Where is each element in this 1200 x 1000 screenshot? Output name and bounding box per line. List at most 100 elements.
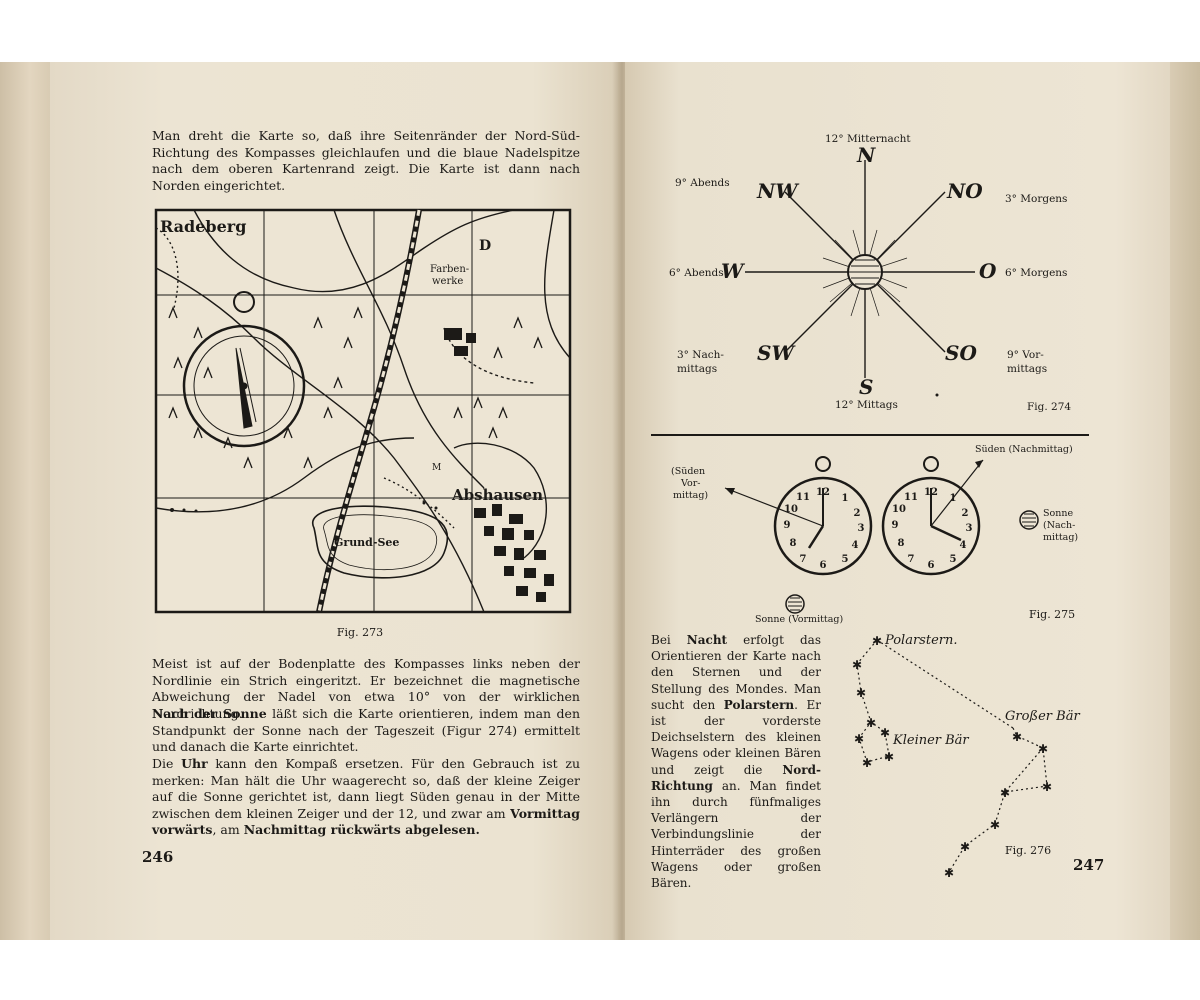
svg-text:8: 8 bbox=[898, 538, 905, 549]
svg-text:✱: ✱ bbox=[862, 756, 872, 770]
separator-rule bbox=[651, 434, 1089, 436]
label-mittags: 12° Mittags bbox=[835, 399, 898, 411]
svg-text:✱: ✱ bbox=[1012, 730, 1022, 744]
svg-text:1: 1 bbox=[950, 493, 957, 504]
svg-text:✱: ✱ bbox=[852, 658, 862, 672]
night-text-e: an. Man findet ihn durch fünfmaliges Ver… bbox=[651, 778, 821, 891]
svg-text:✱: ✱ bbox=[884, 750, 894, 764]
svg-text:3: 3 bbox=[858, 523, 865, 534]
svg-text:✱: ✱ bbox=[872, 634, 882, 648]
svg-text:2: 2 bbox=[962, 508, 969, 519]
map-label-farben: Farben- bbox=[430, 264, 469, 275]
svg-text:9: 9 bbox=[784, 520, 791, 531]
left-page-edges bbox=[0, 62, 50, 940]
right-page: N NO O SO S SW W NW 12° Mitternacht 9° A… bbox=[625, 62, 1170, 940]
svg-text:5: 5 bbox=[950, 554, 957, 565]
svg-text:12: 12 bbox=[816, 487, 830, 498]
night-text-c: erfolgt das Orientieren der Karte nach d… bbox=[651, 633, 821, 712]
compass-drawing bbox=[182, 291, 306, 448]
dir-w-label: W bbox=[721, 259, 746, 283]
label-polarstern: Polarstern. bbox=[884, 633, 957, 648]
fig-276-constellations: ✱✱✱✱✱✱✱✱ ✱✱✱✱✱✱✱ Polarstern. Großer Bär … bbox=[852, 633, 1080, 880]
page-number-left: 246 bbox=[142, 848, 174, 866]
label-sueden-vormittag-1: (Süden bbox=[671, 466, 705, 477]
map-label-werke: werke bbox=[432, 276, 463, 287]
svg-text:8: 8 bbox=[790, 538, 797, 549]
label-9-abends: 9° Abends bbox=[675, 177, 730, 189]
label-sonne-nachmittag-1: Sonne bbox=[1043, 508, 1073, 519]
svg-text:11: 11 bbox=[796, 492, 810, 503]
svg-text:✱: ✱ bbox=[854, 732, 864, 746]
label-9-vormittags-2: mittags bbox=[1007, 363, 1047, 375]
map-label-m: M bbox=[432, 463, 441, 473]
label-3-nachmittags-2: mittags bbox=[677, 363, 717, 375]
map-label-grund-see: Grund-See bbox=[334, 536, 399, 549]
label-sonne-nachmittag-2: (Nach- bbox=[1043, 520, 1075, 531]
label-6-morgens: 6° Morgens bbox=[1005, 267, 1067, 279]
svg-text:3: 3 bbox=[966, 523, 973, 534]
label-6-abends: 6° Abends bbox=[669, 267, 724, 279]
label-3-nachmittags-1: 3° Nach- bbox=[677, 349, 724, 361]
svg-text:10: 10 bbox=[784, 504, 798, 515]
right-page-edges bbox=[1170, 62, 1200, 940]
left-page: Man dreht die Karte so, daß ihre Seitenr… bbox=[50, 62, 618, 940]
svg-text:10: 10 bbox=[892, 504, 906, 515]
bold-uhr: Uhr bbox=[181, 756, 208, 771]
night-text-d: . Er ist der vorderste Deichselstern des… bbox=[651, 697, 821, 777]
svg-text:9: 9 bbox=[892, 520, 899, 531]
label-grosser-baer: Großer Bär bbox=[1005, 709, 1080, 724]
svg-text:5: 5 bbox=[842, 554, 849, 565]
svg-text:✱: ✱ bbox=[1000, 786, 1010, 800]
bold-nord-richtung: Nord-Richtung bbox=[651, 762, 821, 793]
paragraph-night: Bei Nacht erfolgt das Orientieren der Ka… bbox=[651, 632, 821, 891]
bold-nacht: Nacht bbox=[686, 633, 728, 647]
dir-no-label: NO bbox=[946, 179, 983, 203]
svg-text:2: 2 bbox=[854, 508, 861, 519]
svg-text:✱: ✱ bbox=[866, 716, 876, 730]
watch-text-a: Die bbox=[152, 756, 182, 771]
night-text-a: Bei bbox=[651, 633, 687, 647]
label-3-morgens: 3° Morgens bbox=[1005, 193, 1067, 205]
svg-text:✱: ✱ bbox=[990, 818, 1000, 832]
label-mitternacht: 12° Mitternacht bbox=[825, 133, 911, 145]
paragraph-watch: Die Uhr kann den Kompaß ersetzen. Für de… bbox=[152, 756, 580, 839]
svg-text:12: 12 bbox=[924, 487, 938, 498]
paragraph-sun: Nach der Sonne läßt sich die Karte orien… bbox=[152, 706, 580, 756]
svg-text:✱: ✱ bbox=[856, 686, 866, 700]
bold-nach-der-sonne: Nach der Sonne bbox=[152, 706, 267, 721]
sun-text: läßt sich die Karte orientieren, indem m… bbox=[152, 706, 580, 754]
fig-276-caption: Fig. 276 bbox=[1005, 844, 1051, 857]
fig-275-caption: Fig. 275 bbox=[1029, 608, 1075, 621]
svg-text:7: 7 bbox=[908, 554, 915, 565]
watch-text-d: , am bbox=[212, 822, 244, 837]
svg-text:1: 1 bbox=[842, 493, 849, 504]
svg-text:✱: ✱ bbox=[1038, 742, 1048, 756]
map-label-abshausen: Abshausen bbox=[451, 486, 543, 504]
map-label-d: D bbox=[479, 238, 491, 254]
svg-text:✱: ✱ bbox=[1042, 780, 1052, 794]
svg-text:✱: ✱ bbox=[960, 840, 970, 854]
label-sonne-vormittag: Sonne (Vormittag) bbox=[755, 614, 843, 624]
label-sueden-vormittag-2: Vor- bbox=[680, 478, 700, 489]
svg-text:4: 4 bbox=[852, 540, 859, 551]
svg-text:✱: ✱ bbox=[880, 726, 890, 740]
svg-text:6: 6 bbox=[820, 560, 827, 571]
dir-so-label: SO bbox=[945, 341, 977, 365]
svg-text:✱: ✱ bbox=[944, 866, 954, 880]
svg-text:4: 4 bbox=[960, 540, 967, 551]
watch-text-c: kann den Kompaß ersetzen. Für den Gebrau… bbox=[152, 756, 581, 821]
svg-text:6: 6 bbox=[928, 560, 935, 571]
label-sueden-vormittag-3: mittag) bbox=[673, 490, 708, 501]
dir-o-label: O bbox=[979, 259, 997, 283]
paragraph-declination: Meist ist auf der Bodenplatte des Kompas… bbox=[152, 656, 580, 721]
open-book: Man dreht die Karte so, daß ihre Seitenr… bbox=[0, 62, 1200, 940]
page-number-right: 247 bbox=[1073, 856, 1105, 874]
label-kleiner-baer: Kleiner Bär bbox=[892, 733, 969, 748]
label-9-vormittags-1: 9° Vor- bbox=[1007, 349, 1044, 361]
fig-274-sun-compass: N NO O SO S SW W NW 12° Mitternacht 9° A… bbox=[669, 133, 1071, 413]
dir-s-label: S bbox=[859, 375, 873, 399]
dir-n-label: N bbox=[856, 143, 876, 167]
bold-vormittag: Vormittag vorwärts bbox=[152, 805, 580, 838]
label-sonne-nachmittag-3: mittag) bbox=[1043, 532, 1078, 543]
